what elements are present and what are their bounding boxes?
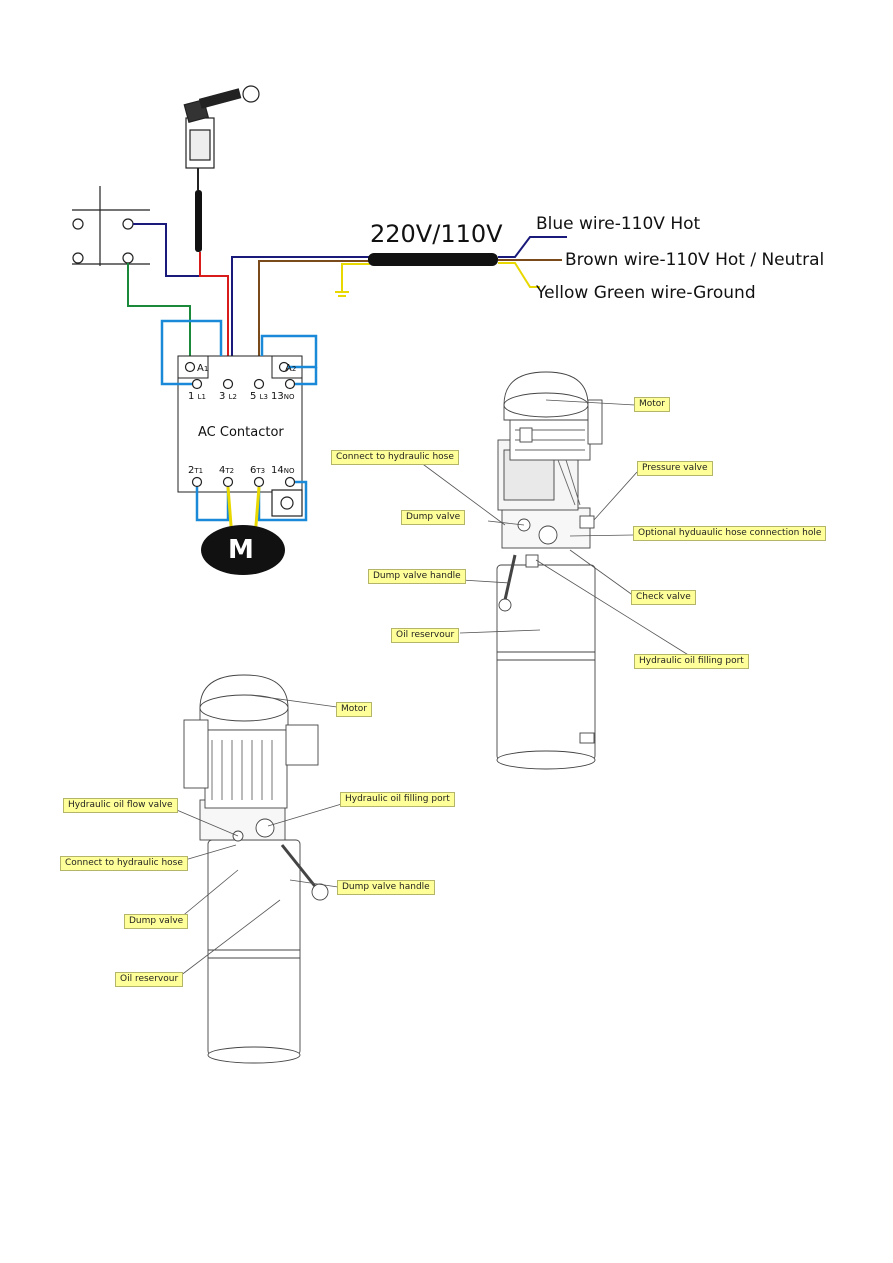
terminal-14: 14NO	[271, 465, 295, 476]
p1-connect-hose-label: Connect to hydraulic hose	[331, 450, 459, 465]
hydraulic-pump-2	[183, 674, 329, 1064]
terminal-a1: A1	[197, 363, 209, 374]
limit-switch-icon	[183, 85, 260, 169]
p2-flow-valve-label: Hydraulic oil flow valve	[63, 798, 178, 813]
motor-symbol-letter: M	[228, 535, 254, 565]
p1-motor-label: Motor	[634, 397, 671, 412]
p1-pressure-valve-label: Pressure valve	[637, 461, 713, 476]
terminal-5: 5 L3	[250, 391, 268, 402]
voltage-label: 220V/110V	[370, 220, 503, 248]
p1-filling-port-label: Hydraulic oil filling port	[634, 654, 749, 669]
p1-dump-handle-label: Dump valve handle	[368, 569, 466, 584]
brown-wire-label: Brown wire-110V Hot / Neutral	[565, 250, 825, 270]
p2-filling-port-label: Hydraulic oil filling port	[340, 792, 455, 807]
terminal-a2: A2	[285, 363, 297, 374]
terminal-6: 6T3	[250, 465, 266, 476]
terminal-1: 1 L1	[188, 391, 206, 402]
p1-optional-hole-label: Optional hyduaulic hose connection hole	[633, 526, 827, 541]
p2-dump-valve-label: Dump valve	[124, 914, 189, 929]
terminal-4: 4T2	[219, 465, 235, 476]
p2-connect-hose-label: Connect to hydraulic hose	[60, 856, 188, 871]
p1-oil-reservoir-label: Oil reservour	[391, 628, 460, 643]
hydraulic-pump-1	[496, 371, 603, 770]
terminal-13: 13NO	[271, 391, 295, 402]
motor-symbol-icon	[201, 525, 285, 575]
yellow-green-wire-label: Yellow Green wire-Ground	[536, 283, 756, 303]
p2-dump-handle-label: Dump valve handle	[337, 880, 435, 895]
p1-check-valve-label: Check valve	[631, 590, 696, 605]
p2-motor-label: Motor	[336, 702, 373, 717]
p1-dump-valve-label: Dump valve	[401, 510, 466, 525]
terminal-3: 3 L2	[219, 391, 237, 402]
switch-symbol	[72, 186, 150, 266]
pump1-leaders	[419, 399, 691, 657]
p2-oil-reservoir-label: Oil reservour	[115, 972, 184, 987]
contactor-label: AC Contactor	[198, 425, 284, 440]
blue-wire-label: Blue wire-110V Hot	[536, 214, 701, 234]
ac-contactor-box	[177, 355, 303, 493]
terminal-2: 2T1	[188, 465, 204, 476]
